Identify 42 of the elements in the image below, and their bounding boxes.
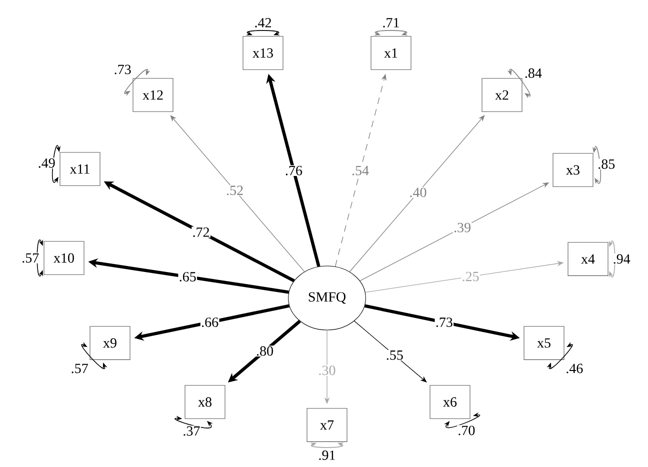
edge-label: .52 — [225, 185, 244, 196]
edge-label: .37 — [182, 426, 201, 436]
indicator-box: x5 — [524, 326, 564, 360]
indicator-box: x8 — [184, 385, 226, 419]
indicator-box: x1 — [370, 36, 412, 70]
arrow — [354, 320, 427, 382]
indicator-box: x7 — [306, 408, 348, 442]
indicator-box: x12 — [132, 78, 174, 112]
variance-loop — [36, 240, 43, 276]
edge-label: .55 — [385, 350, 404, 361]
indicator-box: x13 — [242, 36, 284, 70]
edge-label: .30 — [318, 364, 336, 376]
edge-label: .85 — [597, 158, 616, 170]
edge-label: .65 — [178, 271, 198, 282]
edge-label: .66 — [200, 316, 220, 328]
edge-label: .49 — [37, 158, 56, 169]
edge-label: .54 — [350, 165, 370, 176]
edge-label: .57 — [20, 252, 40, 264]
edge-label: .39 — [452, 222, 472, 233]
edge-label: .25 — [461, 271, 480, 282]
indicator-box: x3 — [552, 153, 594, 187]
edge-label: .71 — [382, 17, 400, 28]
indicator-box: x11 — [60, 152, 100, 186]
edge-label: .76 — [284, 165, 304, 176]
edge-label: .72 — [192, 226, 210, 238]
edge-label: .73 — [113, 64, 132, 75]
edge-label: .91 — [318, 450, 336, 461]
edge-label: .40 — [408, 187, 428, 198]
edge-label: .42 — [254, 17, 272, 28]
indicator-box: x6 — [430, 385, 470, 419]
edge-label: .84 — [524, 68, 543, 79]
edge-label: .80 — [255, 346, 274, 356]
edge-label: .94 — [612, 254, 632, 264]
indicator-box: x2 — [482, 78, 522, 112]
indicator-box: x10 — [44, 241, 84, 275]
edge-label: .70 — [457, 425, 476, 436]
edge-label: .46 — [565, 363, 584, 374]
indicator-box: x9 — [90, 326, 130, 360]
indicator-box: x4 — [568, 242, 608, 276]
variance-loop — [609, 240, 616, 278]
edge-label: .57 — [70, 363, 90, 374]
edge-label: .73 — [434, 316, 454, 328]
